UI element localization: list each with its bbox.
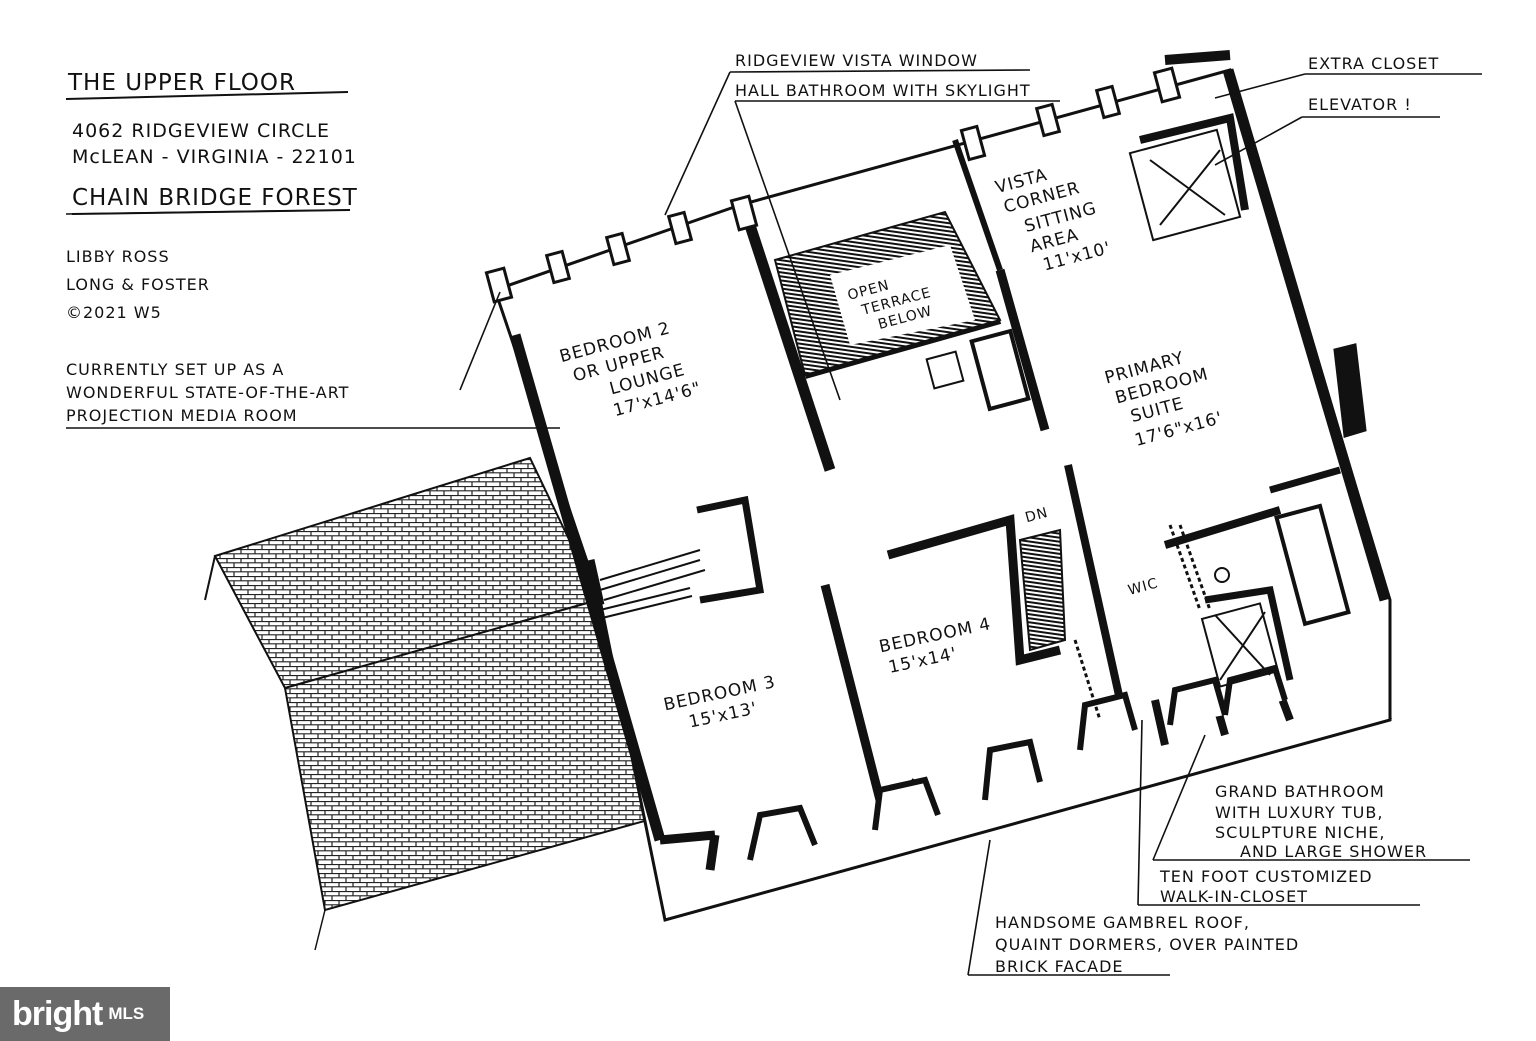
stair-hatching xyxy=(599,528,1067,652)
front-dormers xyxy=(747,664,1288,861)
note-grand-bath-line4: AND LARGE SHOWER xyxy=(1240,842,1427,861)
leader-lines xyxy=(65,69,1482,976)
note-roof-line2: QUAINT DORMERS, OVER PAINTED xyxy=(995,935,1299,954)
watermark-brand: bright xyxy=(12,994,103,1033)
open-terrace xyxy=(773,210,1002,377)
callout-notes: CURRENTLY SET UP AS A WONDERFUL STATE-OF… xyxy=(66,51,1439,976)
header-copyright: ©2021 W5 xyxy=(66,303,162,322)
header-agent-name: LIBBY ROSS xyxy=(66,247,170,266)
note-extra-closet: EXTRA CLOSET xyxy=(1308,54,1439,73)
header-address-line2: McLEAN - VIRGINIA - 22101 xyxy=(72,146,357,168)
header-address-line1: 4062 RIDGEVIEW CIRCLE xyxy=(72,120,330,142)
note-roof-line1: HANDSOME GAMBREL ROOF, xyxy=(995,913,1250,932)
note-hall-bath: HALL BATHROOM WITH SKYLIGHT xyxy=(735,81,1031,100)
note-media-room-line3: PROJECTION MEDIA ROOM xyxy=(66,406,298,425)
floor-outline xyxy=(493,50,1392,922)
header-block: THE UPPER FLOOR 4062 RIDGEVIEW CIRCLE Mc… xyxy=(66,70,358,322)
fixtures xyxy=(925,128,1351,721)
header-title: THE UPPER FLOOR xyxy=(67,70,296,96)
watermark-badge: bright MLS xyxy=(0,987,170,1041)
note-grand-bath-line2: WITH LUXURY TUB, xyxy=(1215,803,1383,822)
note-walk-in-line1: TEN FOOT CUSTOMIZED xyxy=(1159,867,1373,886)
label-walk-in-closet: WIC xyxy=(1126,575,1160,598)
note-grand-bath-line1: GRAND BATHROOM xyxy=(1215,782,1385,801)
note-media-room-line2: WONDERFUL STATE-OF-THE-ART xyxy=(66,383,349,402)
watermark-suffix: MLS xyxy=(108,1004,145,1023)
header-subdivision: CHAIN BRIDGE FOREST xyxy=(72,185,358,211)
note-grand-bath-line3: SCULPTURE NICHE, xyxy=(1215,823,1385,842)
note-roof-line3: BRICK FACADE xyxy=(995,957,1124,976)
note-media-room-line1: CURRENTLY SET UP AS A xyxy=(66,360,284,379)
rear-dormers xyxy=(484,66,1182,304)
header-brokerage: LONG & FOSTER xyxy=(66,275,210,294)
note-walk-in-line2: WALK-IN-CLOSET xyxy=(1160,887,1308,906)
label-stair-down: DN xyxy=(1024,505,1051,526)
label-primary-suite: PRIMARY BEDROOM SUITE 17'6"x16' xyxy=(1103,348,1226,451)
note-vista-window: RIDGEVIEW VISTA WINDOW xyxy=(735,51,978,70)
note-elevator: ELEVATOR ! xyxy=(1308,95,1412,114)
